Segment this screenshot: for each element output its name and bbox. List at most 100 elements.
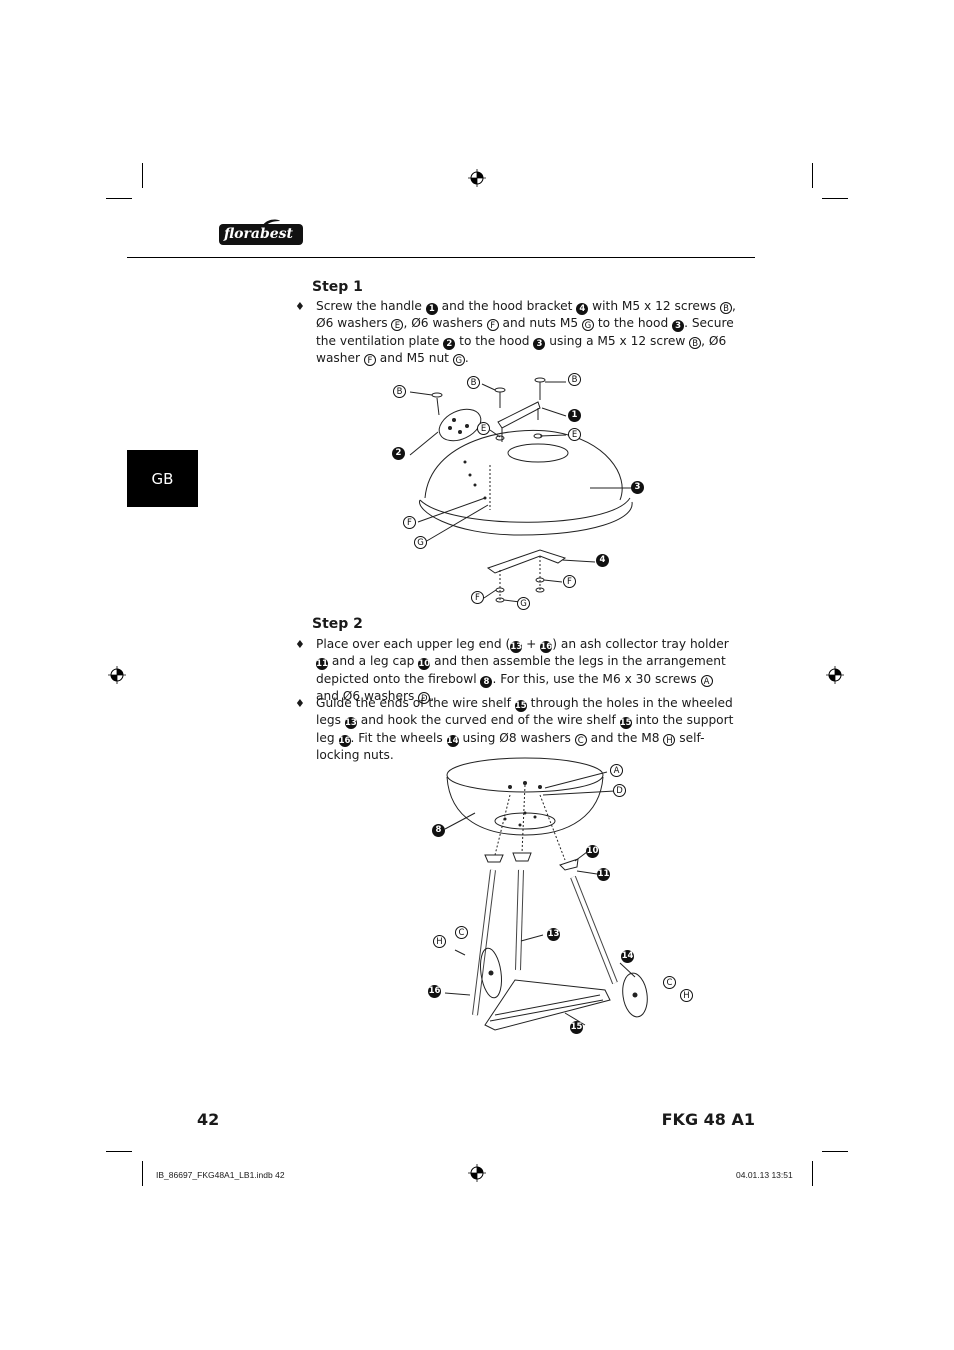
- part-number-badge: 4: [576, 303, 589, 315]
- crop-mark: [106, 198, 132, 199]
- step1-bullet: ♦Screw the handle 1 and the hood bracket…: [295, 298, 736, 367]
- text-run: . Fit the wheels: [350, 730, 447, 745]
- crop-mark: [142, 1161, 143, 1186]
- figure-part-label: 4: [596, 554, 609, 567]
- part-number-badge: 16: [338, 734, 351, 747]
- part-number-badge: 14: [446, 734, 459, 747]
- crop-mark: [812, 163, 813, 188]
- figure-part-label: 10: [586, 845, 599, 858]
- crop-mark: [822, 1151, 848, 1152]
- figure-part-label: 3: [631, 481, 644, 494]
- step1-title: Step 1: [312, 279, 363, 295]
- hardware-letter-badge: F: [486, 319, 499, 332]
- figure-hardware-label: C: [663, 976, 676, 989]
- figure-hardware-label: F: [471, 591, 484, 604]
- part-number-badge: 13: [510, 641, 523, 653]
- text-run: using Ø8 washers: [458, 730, 575, 745]
- hardware-letter-badge: C: [574, 733, 587, 746]
- language-tab: GB: [127, 450, 198, 507]
- model-name: FKG 48 A1: [661, 1110, 755, 1129]
- text-run: , Ø6 washers: [403, 316, 487, 331]
- legs-assembly-figure: [444, 757, 648, 1031]
- text-run: using a M5 x 12 screw: [545, 333, 690, 348]
- part-number-badge: 3: [672, 320, 685, 333]
- text-run: Place over each upper leg end (: [316, 637, 511, 651]
- text-run: .: [430, 688, 435, 703]
- text-run: and hook the curved end of the wire shel…: [356, 713, 620, 728]
- figure-part-label: 2: [392, 447, 405, 460]
- text-run: . For this, use the M6 x 30 screws: [492, 671, 701, 686]
- figure-part-label: 1: [568, 409, 581, 422]
- figure-hardware-label: F: [563, 575, 576, 588]
- figure-hardware-label: E: [568, 428, 581, 441]
- hardware-letter-badge: D: [418, 691, 431, 704]
- text-run: with M5 x 12 screws: [588, 299, 721, 313]
- figure-hardware-label: B: [467, 376, 480, 389]
- figure-hardware-label: D: [613, 784, 626, 797]
- figure-hardware-label: E: [477, 422, 490, 435]
- part-number-badge: 16: [540, 641, 553, 653]
- part-number-badge: 11: [316, 658, 328, 671]
- text-run: Guide the ends of the wire shelf: [316, 696, 515, 710]
- bullet-diamond-icon: ♦: [295, 697, 305, 710]
- figure-part-label: 16: [428, 985, 441, 998]
- part-number-badge: 8: [480, 675, 493, 688]
- part-number-badge: 15: [619, 717, 632, 730]
- step2-title: Step 2: [312, 616, 363, 632]
- logo-badge-icon: [219, 219, 303, 245]
- text-run: .: [464, 350, 469, 365]
- part-number-badge: 3: [533, 337, 546, 350]
- figure-hardware-label: F: [403, 516, 416, 529]
- hardware-letter-badge: G: [452, 353, 465, 366]
- file-info: IB_86697_FKG48A1_LB1.indb 42: [156, 1170, 285, 1180]
- registration-mark-icon: [468, 1164, 486, 1182]
- text-run: ) an ash collector tray holder: [552, 637, 729, 651]
- hardware-letter-badge: B: [720, 302, 733, 314]
- hardware-letter-badge: E: [391, 319, 404, 332]
- figure-hardware-label: H: [680, 989, 693, 1002]
- part-number-badge: 15: [514, 700, 527, 712]
- text-run: to the hood: [455, 333, 534, 348]
- bullet-diamond-icon: ♦: [295, 300, 305, 313]
- page-number: 42: [197, 1110, 220, 1129]
- part-number-badge: 13: [344, 717, 357, 730]
- crop-mark: [106, 1151, 132, 1152]
- figure-hardware-label: G: [414, 536, 427, 549]
- figure-hardware-label: H: [433, 935, 446, 948]
- text-run: and the hood bracket: [437, 299, 577, 313]
- text-run: +: [522, 637, 541, 651]
- figure-part-label: 8: [432, 824, 445, 837]
- text-run: self-locking nuts.: [316, 730, 705, 762]
- text-run: and a leg cap: [328, 654, 419, 669]
- figure-hardware-label: G: [517, 597, 530, 610]
- figure-part-label: 11: [597, 868, 610, 881]
- text-run: and M5 nut: [375, 350, 453, 365]
- text-run: , Ø6 washers: [316, 299, 736, 331]
- part-number-badge: 1: [425, 303, 438, 315]
- text-run: and Ø6 washers: [316, 688, 419, 703]
- crop-mark: [822, 198, 848, 199]
- figure-hardware-label: C: [455, 926, 468, 939]
- step2-bullet: ♦Guide the ends of the wire shelf 15 thr…: [295, 695, 736, 764]
- hardware-letter-badge: F: [363, 353, 376, 366]
- figure-hardware-label: B: [393, 385, 406, 398]
- print-date: 04.01.13 13:51: [736, 1170, 793, 1180]
- text-run: into the support leg: [316, 713, 734, 745]
- text-run: and the M8: [586, 730, 664, 745]
- hood-assembly-figure: [409, 377, 633, 603]
- step2-bullet: ♦ Place over each upper leg end (13 + 16)…: [295, 636, 736, 705]
- florabest-logo: florabest: [218, 219, 304, 246]
- crop-mark: [142, 163, 143, 188]
- hardware-letter-badge: B: [689, 336, 702, 349]
- logo-text: florabest: [224, 226, 294, 242]
- figure-part-label: 13: [547, 928, 560, 941]
- text-run: and then assemble the legs in the arrang…: [316, 654, 726, 686]
- text-run: and nuts M5: [498, 316, 582, 331]
- figure-part-label: 14: [621, 950, 634, 963]
- text-run: to the hood: [593, 316, 673, 331]
- hardware-letter-badge: A: [700, 674, 713, 687]
- registration-mark-icon: [826, 666, 844, 684]
- figure-hardware-label: A: [610, 764, 623, 777]
- header-rule: [127, 257, 755, 258]
- bullet-diamond-icon: ♦: [295, 638, 305, 651]
